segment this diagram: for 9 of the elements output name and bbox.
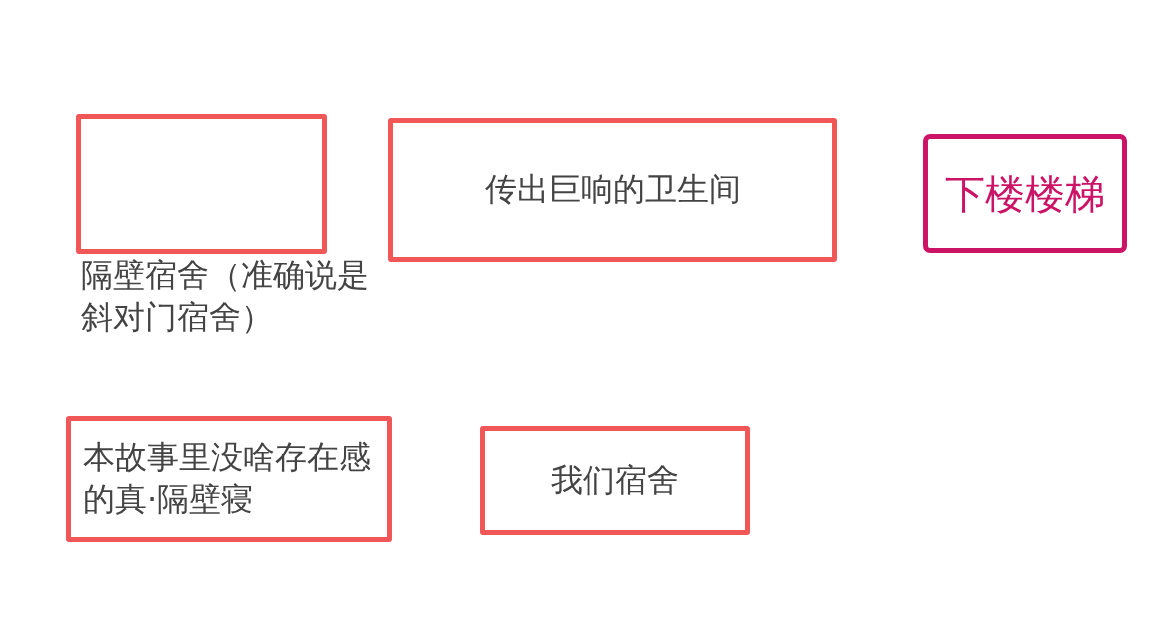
room-box bbox=[388, 118, 837, 262]
room-label: 下楼楼梯 bbox=[945, 169, 1105, 219]
room-box bbox=[480, 426, 750, 535]
room-box bbox=[923, 134, 1127, 253]
room-label: 本故事里没啥存在感的真·隔壁寝 bbox=[83, 437, 372, 520]
box-caption: 隔壁宿舍（准确说是斜对门宿舍） bbox=[81, 255, 370, 338]
room-box bbox=[66, 416, 392, 542]
room-label: 传出巨响的卫生间 bbox=[484, 169, 741, 211]
room-label: 我们宿舍 bbox=[551, 459, 679, 501]
